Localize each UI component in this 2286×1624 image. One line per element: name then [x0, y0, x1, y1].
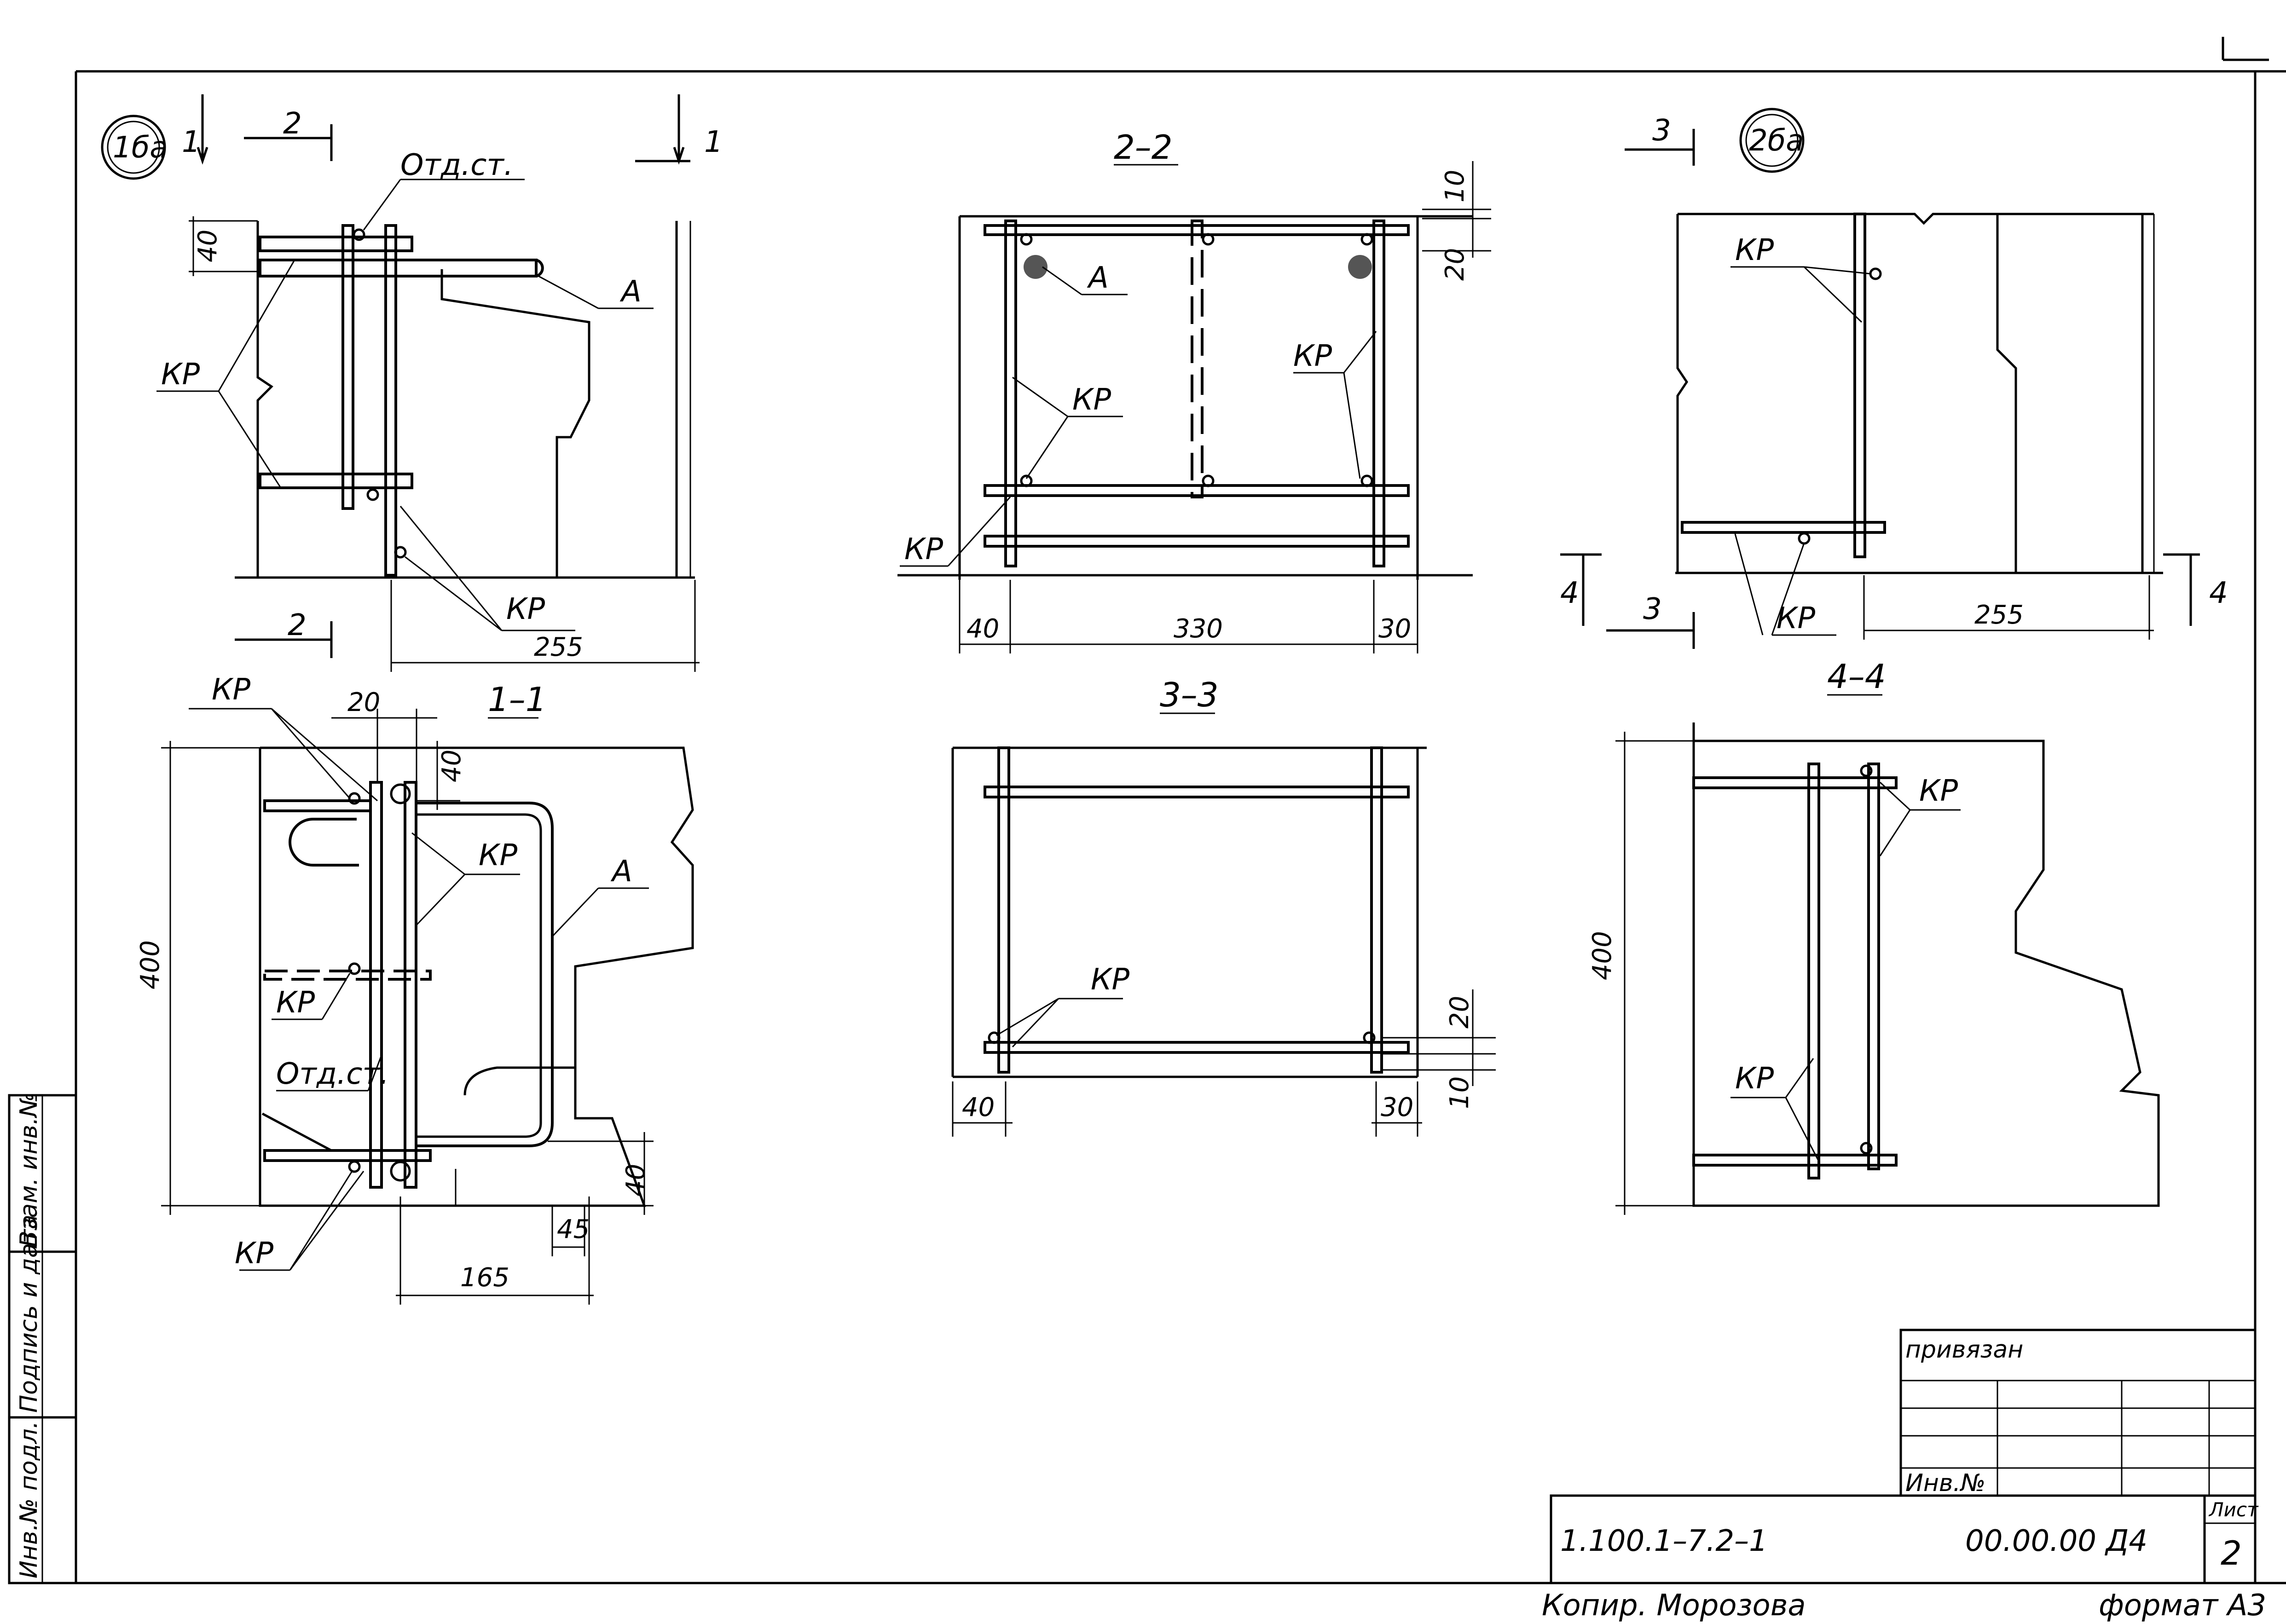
svg-text:2: 2	[283, 107, 302, 141]
title-2-2: 2–2	[1114, 128, 1173, 167]
svg-text:30: 30	[1381, 1092, 1413, 1122]
title-4-4: 4–4	[1827, 657, 1886, 696]
svg-text:КР: КР	[235, 1237, 273, 1271]
svg-text:А: А	[1087, 261, 1109, 295]
svg-text:10: 10	[1445, 1076, 1475, 1109]
badge-1ba: 1ба	[113, 131, 168, 165]
badge-circle-2ba	[1739, 108, 1805, 173]
drawing-number: 00.00.00 Д4	[1965, 1524, 2147, 1558]
svg-text:255: 255	[1974, 600, 2024, 630]
view-1-1: 1–1 КР КР А КР Отд.ст.	[135, 673, 694, 1305]
format-label: формат А3	[2099, 1589, 2266, 1623]
stamp-inv-podl: Инв.№ подл.	[15, 1421, 43, 1578]
svg-text:Отд.ст.: Отд.ст.	[400, 148, 513, 182]
svg-text:КР: КР	[1777, 601, 1815, 636]
svg-text:40: 40	[962, 1092, 995, 1122]
svg-text:40: 40	[966, 614, 999, 644]
svg-text:КР: КР	[276, 986, 315, 1020]
svg-text:2: 2	[288, 608, 307, 642]
side-stamp: Инв.№ подл. Подпись и дата Взам. инв.№	[8, 1092, 77, 1584]
privyazan-label: привязан	[1905, 1336, 2023, 1364]
svg-text:КР: КР	[161, 358, 200, 392]
svg-text:330: 330	[1174, 614, 1223, 644]
svg-text:КР: КР	[1735, 1062, 1774, 1096]
stamp-vzam-inv: Взам. инв.№	[15, 1092, 43, 1247]
svg-text:КР: КР	[506, 592, 545, 626]
svg-text:4: 4	[2209, 576, 2228, 610]
badge-2ba: 2ба	[1749, 124, 1804, 158]
svg-text:А: А	[619, 275, 642, 309]
svg-text:КР: КР	[904, 532, 943, 566]
svg-text:А: А	[610, 855, 632, 889]
svg-text:40: 40	[621, 1164, 651, 1196]
svg-text:4: 4	[1560, 576, 1579, 610]
svg-text:20: 20	[1445, 996, 1475, 1029]
view-4-4: 4–4 КР КР 400	[1587, 657, 2160, 1215]
svg-text:3: 3	[1652, 114, 1671, 148]
svg-text:30: 30	[1378, 614, 1411, 644]
svg-text:20: 20	[1440, 248, 1470, 281]
svg-text:400: 400	[135, 940, 165, 989]
svg-text:40: 40	[193, 230, 223, 262]
inv-no-label: Инв.№	[1905, 1469, 1985, 1497]
svg-text:40: 40	[437, 750, 467, 782]
svg-text:КР: КР	[212, 673, 250, 707]
badge-circle-1ba	[101, 115, 166, 180]
view-1ba: 1ба 1 2 1 2 Отд.ст.	[101, 94, 723, 672]
svg-text:1: 1	[704, 125, 723, 159]
sheet-number: 2	[2221, 1534, 2242, 1572]
title-block: привязан Инв.№ 1.100.1–7.2–1 00.00.00 Д4…	[1542, 1329, 2266, 1623]
title-1-1: 1–1	[488, 680, 547, 719]
view-2ba: 2ба 3 3 4 4 КР КР 255	[1560, 108, 2228, 649]
svg-text:20: 20	[347, 688, 380, 717]
svg-text:10: 10	[1440, 170, 1470, 202]
svg-text:400: 400	[1587, 931, 1617, 980]
svg-text:КР: КР	[1072, 383, 1111, 417]
svg-text:3: 3	[1643, 592, 1662, 626]
svg-text:КР: КР	[1091, 963, 1129, 997]
svg-text:Отд.ст.: Отд.ст.	[276, 1057, 389, 1091]
svg-text:КР: КР	[1293, 339, 1332, 373]
svg-text:1: 1	[182, 125, 201, 159]
svg-text:45: 45	[557, 1214, 590, 1244]
svg-text:КР: КР	[1919, 774, 1958, 808]
svg-text:КР: КР	[479, 838, 517, 873]
copied-by: Копир. Морозова	[1542, 1589, 1806, 1623]
doc-code: 1.100.1–7.2–1	[1560, 1524, 1768, 1558]
view-3-3: 3–3 КР 20 10 40 30	[951, 676, 1496, 1137]
title-3-3: 3–3	[1160, 676, 1219, 714]
view-2-2: 2–2 А КР КР КР	[897, 128, 1491, 653]
svg-text:255: 255	[534, 632, 583, 662]
stamp-signature-date: Подпись и дата	[15, 1214, 43, 1413]
sheet-label: Лист	[2208, 1498, 2259, 1521]
svg-text:165: 165	[460, 1263, 509, 1293]
svg-text:КР: КР	[1735, 233, 1774, 267]
